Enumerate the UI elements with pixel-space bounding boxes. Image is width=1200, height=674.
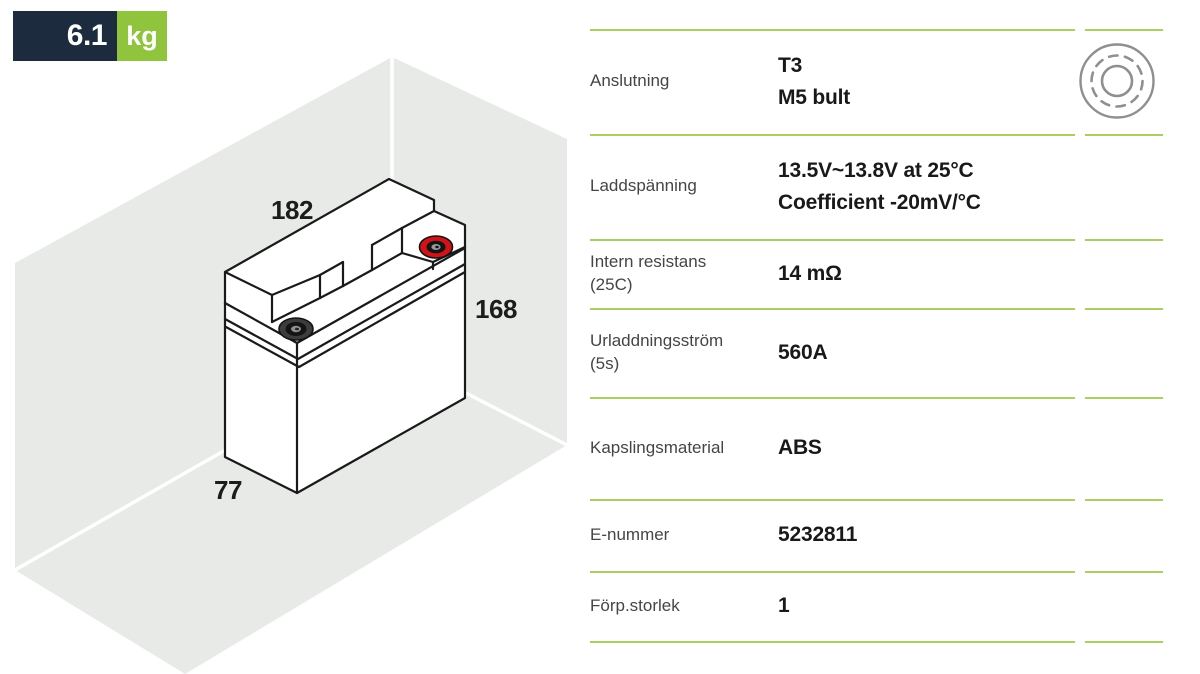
dimension-height-label: 168	[475, 294, 517, 324]
spec-row-urladdningsstrom: Urladdningsström (5s) 560A	[590, 308, 1163, 397]
spec-value-line1: 14 mΩ	[778, 261, 842, 285]
spec-row-enummer: E-nummer 5232811	[590, 499, 1163, 571]
spec-value-line2: M5 bult	[778, 85, 851, 109]
spec-value-line1: T3	[778, 54, 803, 77]
spec-table: Anslutning T3 M5 bult Laddspänning 13.5V…	[590, 29, 1163, 643]
weight-badge: 6.1 kg	[13, 11, 167, 61]
spec-value-line1: 13.5V~13.8V at 25°C	[778, 159, 974, 182]
spec-row-kapslingsmaterial: Kapslingsmaterial ABS	[590, 397, 1163, 499]
table-bottom-line	[590, 641, 1163, 643]
spec-row-anslutning: Anslutning T3 M5 bult	[590, 29, 1163, 134]
spec-label-text: Urladdningsström	[590, 331, 724, 351]
spec-label-text: Intern resistans	[590, 252, 707, 272]
dimension-length-label: 182	[271, 195, 313, 225]
negative-terminal	[278, 317, 314, 341]
positive-terminal	[418, 235, 454, 259]
spec-sublabel-text: (5s)	[590, 353, 620, 373]
terminal-top-view-icon	[1079, 43, 1155, 119]
weight-unit: kg	[117, 11, 167, 61]
spec-label-text: E-nummer	[590, 524, 670, 544]
spec-value-line1: 1	[778, 594, 790, 618]
battery-dimension-diagram: 182 168 77	[14, 57, 568, 674]
spec-value-line1: ABS	[778, 436, 822, 460]
weight-value: 6.1	[13, 11, 117, 61]
spec-row-intern-resistans: Intern resistans (25C) 14 mΩ	[590, 239, 1163, 308]
spec-value-line1: 5232811	[778, 523, 858, 547]
spec-value-line2: Coefficient -20mV/°C	[778, 190, 981, 214]
dimension-depth-label: 77	[214, 475, 242, 505]
spec-sublabel-text: (25C)	[590, 274, 633, 294]
spec-label-text: Anslutning	[590, 71, 670, 91]
spec-value-line1: 560A	[778, 340, 828, 364]
spec-label-text: Kapslingsmaterial	[590, 437, 725, 457]
spec-label-text: Laddspänning	[590, 176, 697, 196]
spec-row-laddspanning: Laddspänning 13.5V~13.8V at 25°C Coeffic…	[590, 134, 1163, 239]
battery-drawing	[223, 177, 467, 495]
spec-row-forpstorlek: Förp.storlek 1	[590, 571, 1163, 641]
spec-label-text: Förp.storlek	[590, 595, 680, 615]
